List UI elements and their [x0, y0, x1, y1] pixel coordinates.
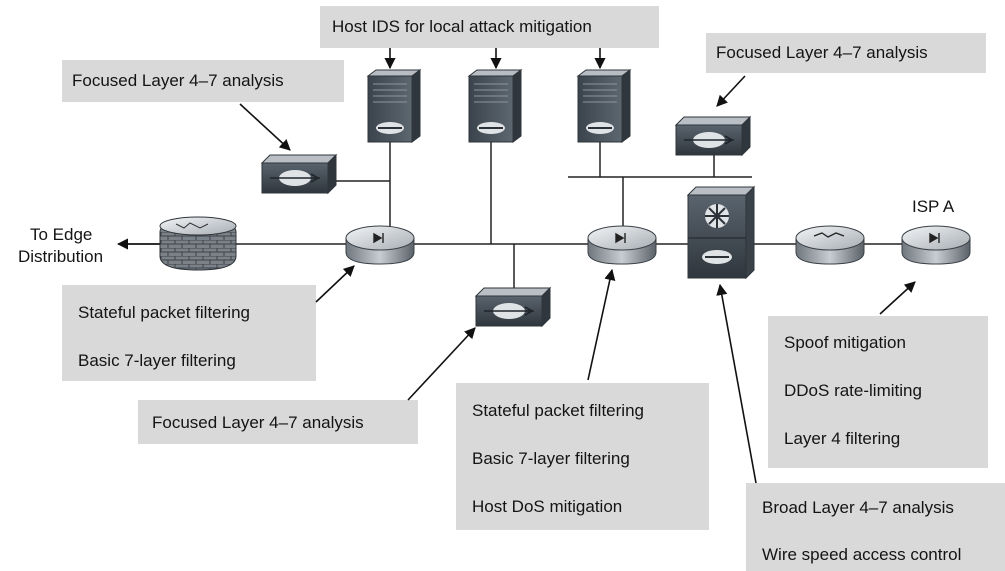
router-icon: [345, 225, 415, 265]
focused-analysis-label: Focused Layer 4–7 analysis: [716, 43, 928, 62]
left-filtering-callout: Stateful packet filtering Basic 7-layer …: [62, 285, 316, 381]
to-edge-label: Distribution: [18, 247, 104, 266]
host-ids-callout: Host IDS for local attack mitigation: [320, 6, 659, 48]
filter-line: Host DoS mitigation: [472, 497, 623, 516]
ids-server-icon: [467, 69, 523, 143]
analysis-arrow-top-left: [239, 103, 291, 151]
filter-line: DDoS rate-limiting: [784, 381, 922, 400]
multilayer-switch-icon: [686, 185, 756, 280]
router-icon: [795, 225, 865, 265]
ids-sensor-icon: [674, 115, 752, 157]
filter-line: Stateful packet filtering: [78, 303, 250, 322]
focused-analysis-label: Focused Layer 4–7 analysis: [72, 71, 284, 90]
ids-sensor-icon: [474, 286, 552, 328]
focused-analysis-callout-top-left: Focused Layer 4–7 analysis: [62, 60, 344, 102]
router-icon: [587, 225, 657, 265]
analysis-arrow-bottom: [407, 327, 476, 401]
filter-line: Layer 4 filtering: [784, 429, 901, 448]
filter-line: Broad Layer 4–7 analysis: [762, 498, 954, 517]
isp-label: ISP A: [912, 197, 955, 216]
isp-filtering-callout: Spoof mitigation DDoS rate-limiting Laye…: [768, 316, 988, 468]
ids-server-icon: [576, 69, 632, 143]
filter-line: Spoof mitigation: [784, 333, 906, 352]
broad-arrow: [716, 283, 757, 484]
broad-analysis-callout: Broad Layer 4–7 analysis Wire speed acce…: [746, 483, 1005, 571]
host-ids-label: Host IDS for local attack mitigation: [332, 17, 592, 36]
isp-router-icon: [901, 225, 971, 265]
center-filtering-callout: Stateful packet filtering Basic 7-layer …: [456, 383, 709, 530]
to-edge-label: To Edge: [30, 225, 93, 244]
filter-line: Basic 7-layer filtering: [472, 449, 630, 468]
analysis-arrow-top-right: [716, 75, 746, 107]
ids-sensor-icon: [260, 153, 338, 195]
network-links: [128, 142, 905, 290]
pointer-arrows: [116, 48, 916, 484]
focused-analysis-callout-bottom: Focused Layer 4–7 analysis: [138, 400, 418, 444]
filter-arrow-center: [587, 268, 616, 381]
focused-analysis-label: Focused Layer 4–7 analysis: [152, 413, 364, 432]
filter-line: Wire speed access control: [762, 545, 962, 564]
filter-line: Basic 7-layer filtering: [78, 351, 236, 370]
focused-analysis-callout-top-right: Focused Layer 4–7 analysis: [706, 33, 986, 73]
firewall-icon: [159, 216, 237, 271]
filter-arrow-left: [315, 265, 355, 303]
filter-line: Stateful packet filtering: [472, 401, 644, 420]
isp-filter-arrow: [879, 281, 916, 315]
ids-server-icon: [366, 69, 422, 143]
